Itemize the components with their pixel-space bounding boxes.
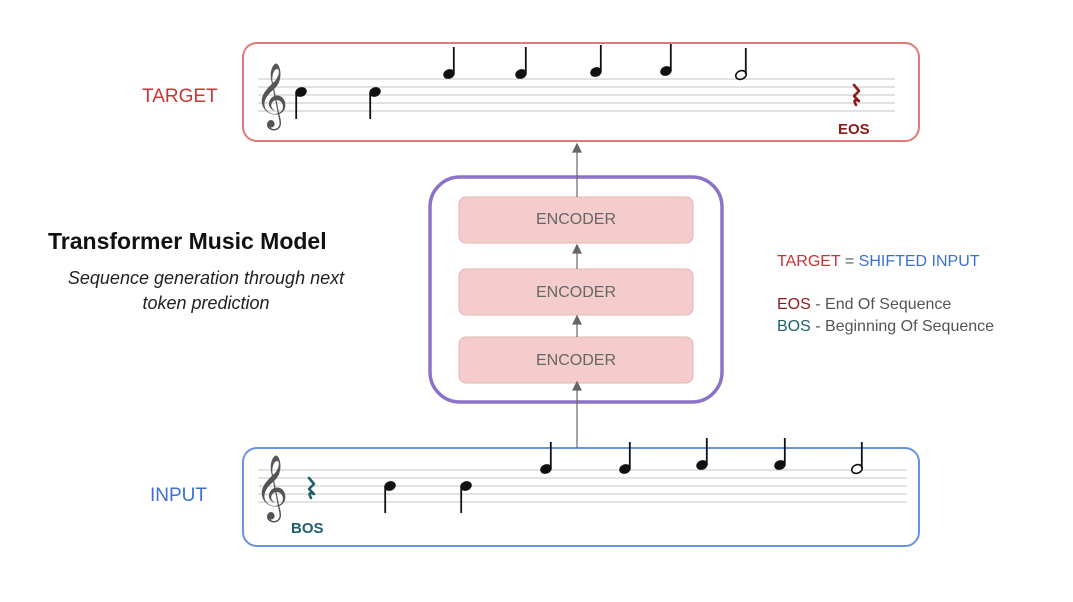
target-staff-lines [258, 78, 895, 112]
legend-equals: = [840, 253, 859, 270]
legend-bos-text: - Beginning Of Sequence [810, 318, 995, 335]
input-bos-rest-icon [307, 476, 316, 500]
input-label: INPUT [150, 485, 207, 506]
input-note-4 [619, 442, 631, 474]
target-note-6 [660, 44, 672, 76]
diagram-title: Transformer Music Model [48, 228, 327, 254]
encoder-label-2: ENCODER [535, 284, 616, 301]
input-note-2 [460, 481, 472, 513]
target-treble-clef-icon: 𝄞 [255, 63, 289, 128]
target-half-note [734, 48, 748, 81]
target-note-5 [590, 45, 602, 77]
legend-shifted-input: SHIFTED INPUT [858, 253, 980, 270]
target-staff-box [242, 42, 920, 142]
legend-bos: BOS - Beginning Of Sequence [777, 318, 994, 336]
target-note-4 [515, 47, 527, 79]
input-staff-lines [258, 469, 907, 503]
target-notes [295, 44, 861, 119]
encoder-label-3: ENCODER [535, 352, 616, 369]
input-treble-clef-icon: 𝄞 [255, 455, 289, 520]
eos-token-label: EOS [838, 121, 870, 138]
input-notes [307, 438, 864, 513]
legend-target-equation: TARGET = SHIFTED INPUT [777, 253, 980, 271]
encoder-label-1: ENCODER [535, 211, 616, 228]
input-note-1 [384, 481, 396, 513]
encoder-block-2 [458, 268, 694, 316]
input-note-6 [774, 438, 786, 470]
target-eos-rest-icon [852, 83, 861, 107]
flow-arrows [572, 142, 582, 448]
legend-eos: EOS - End Of Sequence [777, 296, 951, 314]
target-note-1 [295, 87, 307, 119]
legend-bos-token: BOS [777, 318, 811, 335]
encoder-block-1 [458, 196, 694, 244]
input-half-note [850, 442, 864, 475]
input-note-5 [696, 438, 708, 470]
diagram-subtitle: Sequence generation through next token p… [67, 268, 345, 313]
target-note-3 [443, 47, 455, 79]
input-note-3 [540, 442, 552, 474]
bos-token-label: BOS [291, 520, 324, 537]
target-label: TARGET [142, 86, 218, 107]
legend-eos-text: - End Of Sequence [810, 296, 952, 313]
input-staff-box [242, 447, 920, 547]
target-note-2 [369, 87, 381, 119]
legend-eos-token: EOS [777, 296, 811, 313]
legend-target-word: TARGET [777, 253, 841, 270]
